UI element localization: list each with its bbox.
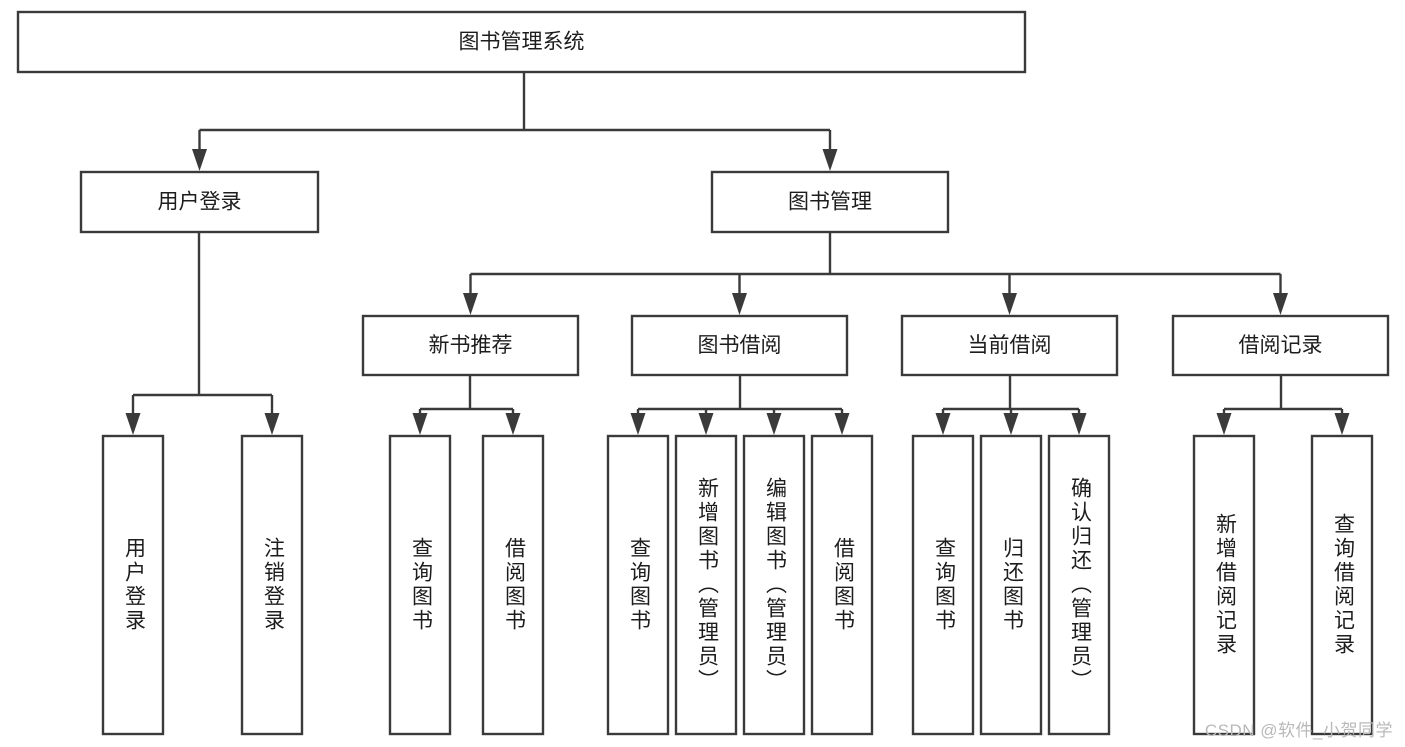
node-leaf-add-book[interactable]: 新增图书（管理员）: [674, 434, 738, 736]
node-box[interactable]: [742, 434, 806, 736]
node-label: 归还图书: [1000, 537, 1024, 633]
connector-layer: [125, 72, 1350, 435]
arrow-head-icon: [698, 413, 714, 435]
node-box[interactable]: [674, 434, 738, 736]
node-box[interactable]: [79, 170, 320, 234]
arrow-head-icon: [1334, 413, 1350, 435]
arrow-head-icon: [732, 293, 747, 315]
connector-group: [630, 375, 850, 435]
node-leaf-query-book-cur[interactable]: 查询图书: [911, 434, 975, 736]
node-label: 查询借阅记录: [1331, 513, 1355, 657]
node-leaf-confirm-return[interactable]: 确认归还（管理员）: [1047, 434, 1111, 736]
node-layer: 图书管理系统用户登录图书管理新书推荐图书借阅当前借阅借阅记录用户登录注销登录查询…: [16, 10, 1390, 736]
node-label: 新书推荐: [429, 334, 513, 357]
arrow-head-icon: [935, 413, 951, 435]
node-label: 编辑图书（管理员）: [763, 477, 787, 693]
node-box[interactable]: [388, 434, 452, 736]
arrow-head-icon: [505, 413, 521, 435]
node-label: 查询图书: [409, 537, 433, 633]
node-label: 新增借阅记录: [1213, 513, 1237, 657]
arrow-head-icon: [264, 413, 280, 435]
node-box[interactable]: [361, 314, 580, 377]
node-label: 借阅图书: [502, 537, 526, 633]
connector-group: [192, 72, 838, 171]
node-box[interactable]: [810, 434, 874, 736]
node-book-manage[interactable]: 图书管理: [710, 170, 950, 234]
node-label: 注销登录: [261, 537, 285, 633]
node-box[interactable]: [240, 434, 304, 736]
node-box[interactable]: [606, 434, 670, 736]
node-box[interactable]: [911, 434, 975, 736]
node-box[interactable]: [101, 434, 165, 736]
connector-group: [125, 232, 280, 435]
arrow-head-icon: [630, 413, 646, 435]
node-leaf-borrow-book-rec[interactable]: 借阅图书: [481, 434, 545, 736]
node-label: 确认归还（管理员）: [1068, 477, 1092, 693]
node-box[interactable]: [1192, 434, 1256, 736]
node-label: 用户登录: [122, 537, 146, 633]
node-leaf-query-book-rec[interactable]: 查询图书: [388, 434, 452, 736]
node-label: 当前借阅: [968, 334, 1052, 357]
node-box[interactable]: [481, 434, 545, 736]
connector-group: [463, 232, 1288, 315]
arrow-head-icon: [1273, 293, 1288, 315]
arrow-head-icon: [412, 413, 428, 435]
arrow-head-icon: [1216, 413, 1232, 435]
arrow-head-icon: [125, 413, 141, 435]
node-label: 用户登录: [158, 191, 242, 214]
connector-group: [412, 375, 521, 435]
node-leaf-return-book[interactable]: 归还图书: [979, 434, 1043, 736]
node-label: 借阅记录: [1239, 334, 1323, 357]
node-leaf-borrow-book[interactable]: 借阅图书: [810, 434, 874, 736]
arrow-head-icon: [766, 413, 782, 435]
node-current-borrow[interactable]: 当前借阅: [900, 314, 1119, 377]
node-label: 图书管理: [788, 191, 872, 214]
node-box[interactable]: [710, 170, 950, 234]
node-label: 查询图书: [932, 537, 956, 633]
node-box[interactable]: [1171, 314, 1390, 377]
node-box[interactable]: [979, 434, 1043, 736]
node-box[interactable]: [630, 314, 849, 377]
node-user-login[interactable]: 用户登录: [79, 170, 320, 234]
arrow-head-icon: [822, 149, 838, 171]
node-label: 图书借阅: [698, 334, 782, 357]
node-borrow-record[interactable]: 借阅记录: [1171, 314, 1390, 377]
connector-group: [935, 375, 1087, 435]
node-book-borrow[interactable]: 图书借阅: [630, 314, 849, 377]
node-leaf-edit-book[interactable]: 编辑图书（管理员）: [742, 434, 806, 736]
arrow-head-icon: [834, 413, 850, 435]
node-leaf-user-login[interactable]: 用户登录: [101, 434, 165, 736]
node-root[interactable]: 图书管理系统: [16, 10, 1027, 74]
node-leaf-add-record[interactable]: 新增借阅记录: [1192, 434, 1256, 736]
node-box[interactable]: [16, 10, 1027, 74]
arrow-head-icon: [1002, 293, 1017, 315]
node-label: 新增图书（管理员）: [695, 477, 719, 693]
node-box[interactable]: [900, 314, 1119, 377]
node-label: 借阅图书: [831, 537, 855, 633]
node-label: 查询图书: [627, 537, 651, 633]
arrow-head-icon: [192, 149, 207, 171]
arrow-head-icon: [1071, 413, 1087, 435]
arrow-head-icon: [1003, 413, 1019, 435]
node-leaf-logout[interactable]: 注销登录: [240, 434, 304, 736]
node-box[interactable]: [1047, 434, 1111, 736]
node-leaf-query-record[interactable]: 查询借阅记录: [1310, 434, 1374, 736]
node-leaf-query-book-borrow[interactable]: 查询图书: [606, 434, 670, 736]
node-box[interactable]: [1310, 434, 1374, 736]
connector-group: [1216, 375, 1350, 435]
arrow-head-icon: [463, 293, 478, 315]
node-new-book-rec[interactable]: 新书推荐: [361, 314, 580, 377]
node-label: 图书管理系统: [459, 31, 585, 54]
